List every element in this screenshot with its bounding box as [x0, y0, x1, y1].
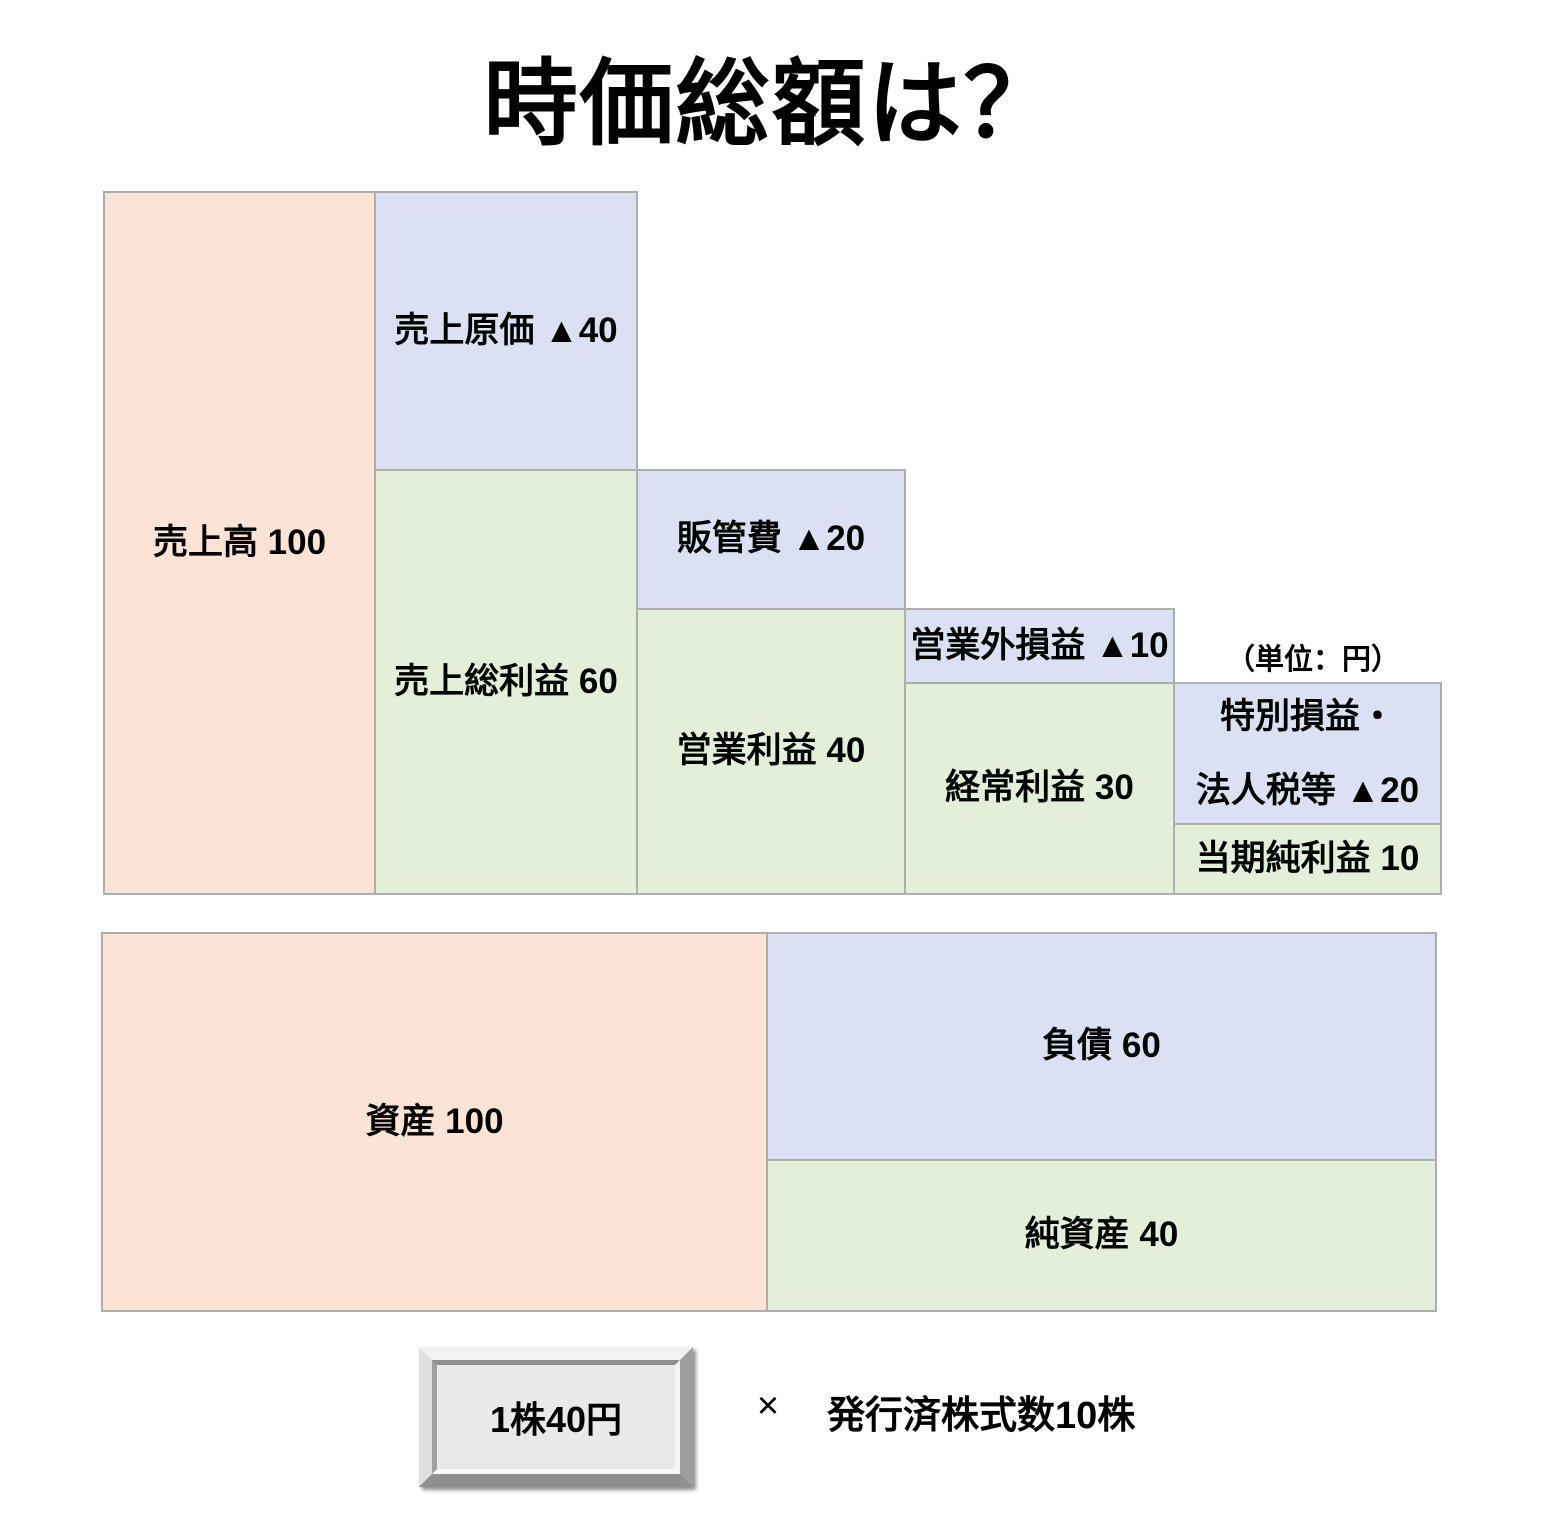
bs-block-liabilities-label: 負債 60 [1042, 1026, 1161, 1066]
bs-block-net-assets: 純資産 40 [766, 1159, 1437, 1312]
pl-block-extraordinary-line2: 法人税等 ▲20 [1195, 770, 1420, 810]
pl-block-cogs-label: 売上原価 ▲40 [394, 310, 618, 350]
share-price-framed-box: 1株40円 [419, 1347, 693, 1487]
bs-block-assets: 資産 100 [101, 932, 768, 1312]
shares-outstanding-label: 発行済株式数10株 [827, 1395, 1136, 1437]
pl-block-sga: 販管費 ▲20 [636, 469, 906, 610]
pl-block-non-operating: 営業外損益 ▲10 [904, 608, 1175, 684]
page-title: 時価総額は？ [483, 51, 1060, 156]
pl-block-non-operating-label: 営業外損益 ▲10 [910, 625, 1169, 665]
pl-block-ordinary-profit-label: 経常利益 30 [945, 768, 1134, 808]
pl-block-extraordinary-line1: 特別損益・ [1219, 696, 1395, 736]
pl-block-net-income-label: 当期純利益 10 [1195, 838, 1420, 878]
pl-block-cogs: 売上原価 ▲40 [374, 191, 638, 471]
pl-block-gross-profit-label: 売上総利益 60 [394, 661, 618, 701]
bs-block-assets-label: 資産 100 [365, 1101, 504, 1141]
bs-block-liabilities: 負債 60 [766, 932, 1437, 1161]
pl-block-sga-label: 販管費 ▲20 [676, 519, 866, 559]
share-price-frame-face: 1株40円 [432, 1360, 680, 1474]
bs-block-net-assets-label: 純資産 40 [1024, 1215, 1179, 1255]
multiplication-sign: × [756, 1385, 780, 1427]
pl-block-operating-profit-label: 営業利益 40 [676, 731, 866, 771]
pl-block-gross-profit: 売上総利益 60 [374, 469, 638, 895]
pl-block-ordinary-profit: 経常利益 30 [904, 682, 1175, 895]
share-price-label: 1株40円 [489, 1399, 623, 1440]
pl-block-operating-profit: 営業利益 40 [636, 608, 906, 895]
pl-block-extraordinary: 特別損益・ 法人税等 ▲20 [1173, 682, 1442, 825]
unit-note: （単位：円） [1225, 644, 1400, 676]
pl-block-net-income: 当期純利益 10 [1173, 823, 1442, 895]
pl-block-sales: 売上高 100 [103, 191, 376, 895]
pl-block-sales-label: 売上高 100 [152, 522, 327, 562]
